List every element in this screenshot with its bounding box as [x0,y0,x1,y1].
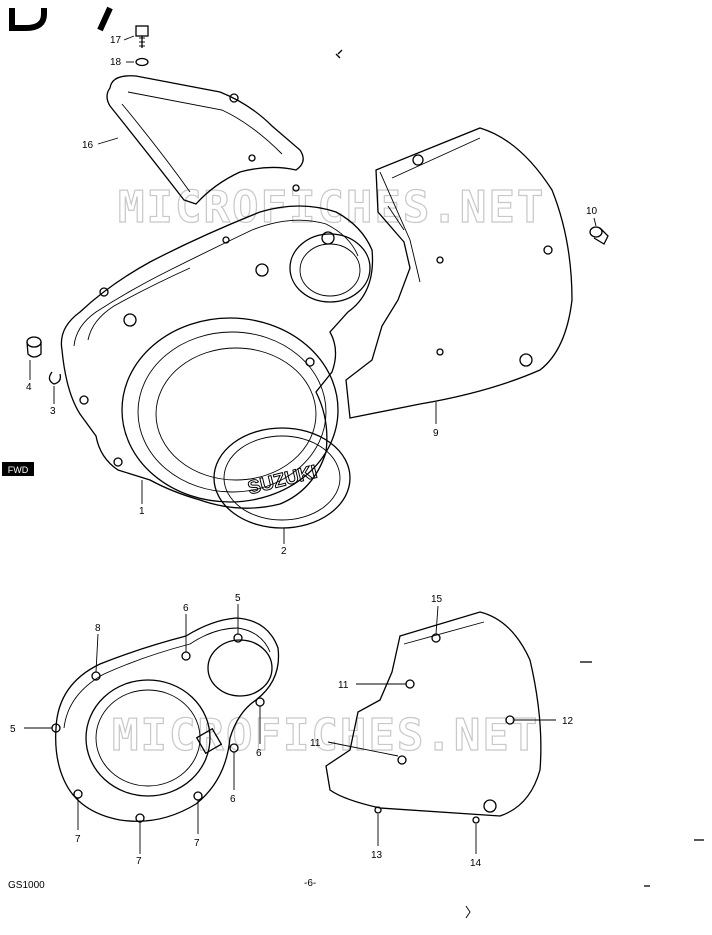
callout-10: 10 [586,206,598,217]
leader-lines [24,35,597,854]
watermark-bottom: MICROFICHES.NET [112,710,539,761]
callout-5: 5 [10,724,16,735]
callout-5: 5 [235,593,241,604]
clip-part-3 [48,371,62,385]
callout-13: 13 [371,850,383,861]
scan-mark [465,905,471,919]
fwd-tag: FWD [2,462,34,476]
callout-3: 3 [50,406,56,417]
cap-part-4 [26,336,42,358]
callout-8: 8 [95,623,101,634]
callout-14: 14 [470,858,482,869]
cover-plate-part-16 [106,75,304,205]
callout-6: 6 [183,603,189,614]
callout-16: 16 [82,140,94,151]
callout-2: 2 [281,546,287,557]
watermark-top: MICROFICHES.NET [118,182,545,233]
generator-cover-part-9 [345,127,573,419]
bolt-part-17 [135,25,149,48]
corner-mark [97,6,113,32]
corner-mark [9,8,47,31]
suzuki-badge-part-2: SUZUKI [213,427,351,529]
svg-text:FWD: FWD [8,465,29,475]
washer-part-18 [135,57,149,67]
callout-7: 7 [194,838,200,849]
callout-18: 18 [110,57,122,68]
callout-7: 7 [75,834,81,845]
callout-12: 12 [562,716,574,727]
callout-1: 1 [139,506,145,517]
callout-9: 9 [433,428,439,439]
clutch-cover-gasket [51,617,280,823]
callout-6: 6 [230,794,236,805]
callout-11: 11 [338,680,349,691]
scan-mark [335,49,343,59]
footer-page-number: -6- [304,878,316,889]
callout-17: 17 [110,35,122,46]
clutch-cover-part-1 [60,184,374,509]
cap-part-10 [589,226,609,245]
callout-4: 4 [26,382,32,393]
callout-11: 11 [310,738,321,749]
footer-model: GS1000 [8,880,45,891]
callout-6: 6 [256,748,262,759]
callout-15: 15 [431,594,443,605]
callout-7: 7 [136,856,142,867]
